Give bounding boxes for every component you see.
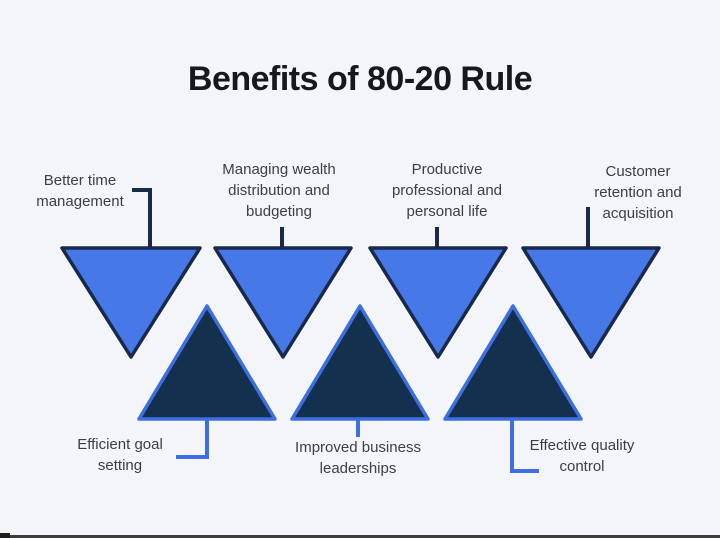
benefit-label-effective-quality-control: Effective quality control bbox=[529, 437, 635, 475]
connector-line-top-1 bbox=[132, 188, 152, 250]
benefit-label-better-time-management: Better time management bbox=[36, 172, 124, 210]
up-triangle-3 bbox=[443, 304, 583, 421]
benefit-label-efficient-goal-setting: Efficient goal setting bbox=[77, 436, 163, 474]
connector-line-bottom-3 bbox=[510, 418, 539, 473]
down-triangle-4 bbox=[521, 246, 661, 359]
benefit-label-productive-life: Productive professional and personal lif… bbox=[391, 161, 503, 220]
page-title: Benefits of 80-20 Rule bbox=[187, 60, 533, 98]
connector-line-bottom-1 bbox=[176, 418, 209, 459]
down-triangle-1 bbox=[60, 246, 202, 359]
benefit-label-customer-retention: Customer retention and acquisition bbox=[594, 163, 682, 222]
down-triangle-2 bbox=[213, 246, 353, 359]
down-triangle-3 bbox=[368, 246, 508, 359]
benefit-label-managing-wealth: Managing wealth distribution and budgeti… bbox=[222, 161, 336, 220]
benefit-label-improved-business-leaderships: Improved business leaderships bbox=[295, 439, 421, 477]
up-triangle-1 bbox=[137, 304, 277, 421]
screen-bottom-edge-bar bbox=[0, 535, 720, 538]
up-triangle-2 bbox=[290, 304, 430, 421]
screen-bottom-corner-notch bbox=[0, 533, 10, 538]
